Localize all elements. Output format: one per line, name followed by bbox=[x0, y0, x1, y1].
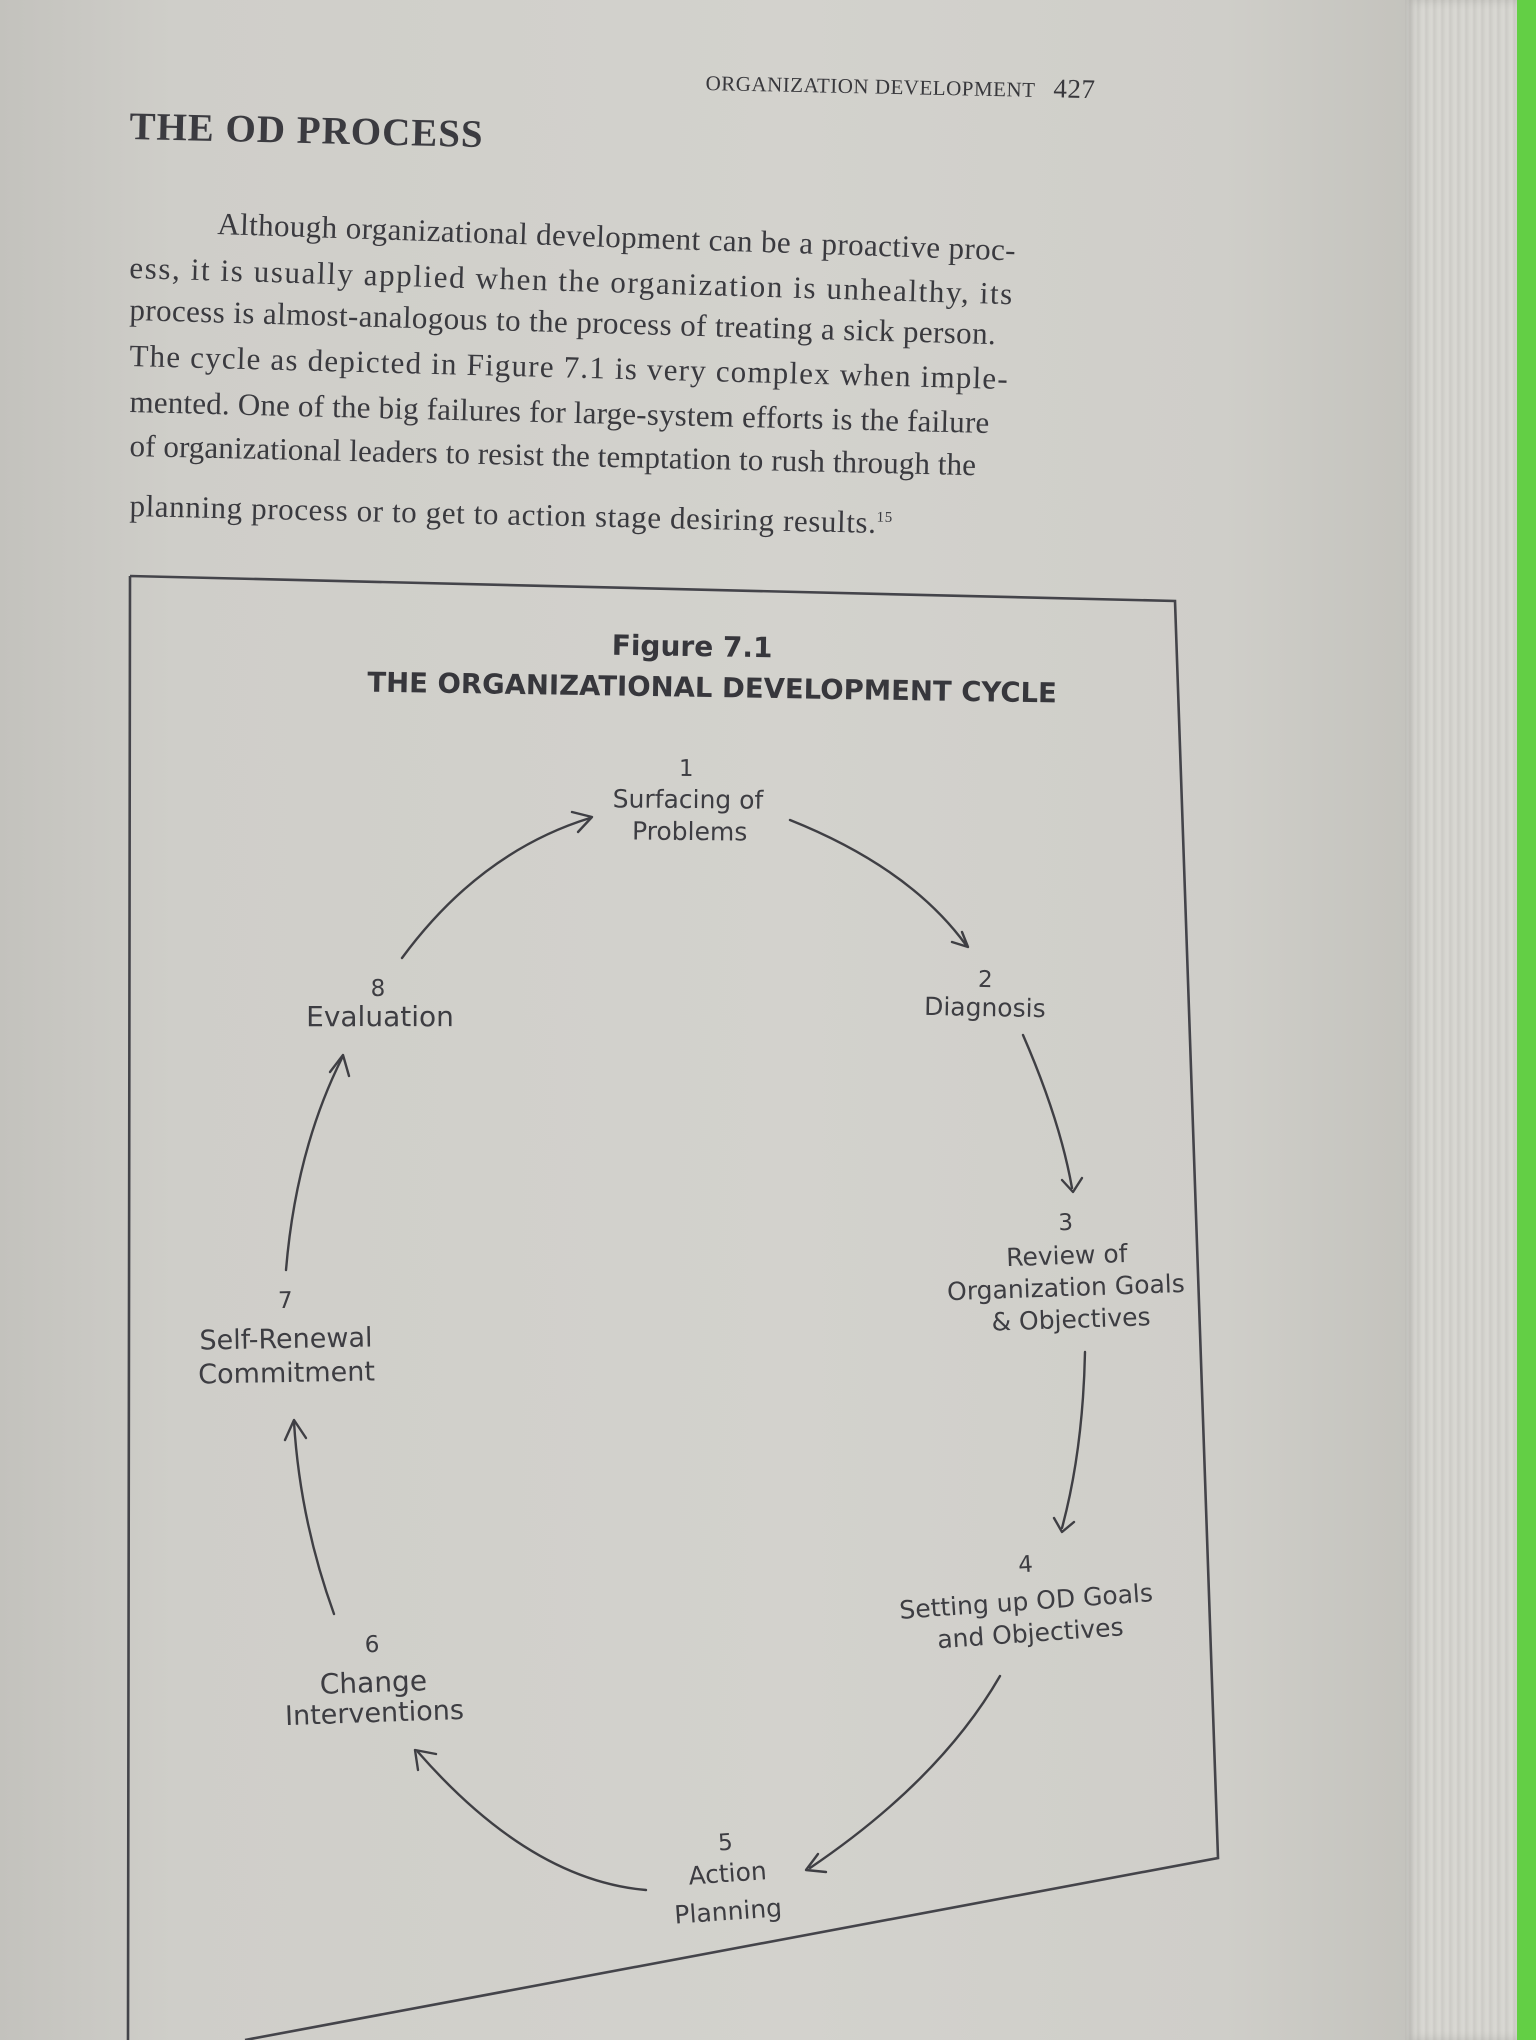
stage-number: 2 bbox=[978, 967, 993, 993]
stage-number: 5 bbox=[717, 1829, 733, 1856]
green-background-strip bbox=[1517, 0, 1536, 2040]
arrowhead-icon bbox=[1060, 1176, 1084, 1194]
figure-frame bbox=[126, 574, 1220, 2040]
arrow-5-to-6 bbox=[416, 1750, 648, 1892]
stage-label-line: Problems bbox=[632, 817, 747, 847]
stage-label-line: Diagnosis bbox=[924, 992, 1046, 1023]
stage-label-line: Planning bbox=[673, 1893, 782, 1929]
arrowhead-icon bbox=[1052, 1516, 1076, 1534]
stage-7: 7 Self-Renewal Commitment bbox=[198, 1288, 375, 1391]
stage-label-line: Surfacing of bbox=[613, 784, 765, 814]
stage-label-line: Organization Goals bbox=[947, 1269, 1186, 1306]
stage-number: 1 bbox=[679, 756, 694, 782]
stage-2: 2 Diagnosis bbox=[924, 967, 1046, 1023]
arrow-7-to-8 bbox=[284, 1056, 344, 1272]
stage-label-line: & Objectives bbox=[991, 1302, 1151, 1337]
stage-label-line: Interventions bbox=[285, 1695, 465, 1732]
arrowhead-icon bbox=[804, 1852, 828, 1874]
figure-label: Figure 7.1 bbox=[611, 629, 772, 665]
stage-label-line: Action bbox=[687, 1856, 767, 1890]
stage-label-line: Review of bbox=[1006, 1239, 1129, 1272]
stage-number: 4 bbox=[1017, 1551, 1033, 1578]
arrow-4-to-5 bbox=[808, 1674, 1002, 1870]
stage-number: 3 bbox=[1058, 1210, 1074, 1236]
arrow-3-to-4 bbox=[1060, 1350, 1087, 1530]
arrowhead-icon bbox=[328, 1053, 351, 1078]
stage-6: 6 Change Interventions bbox=[285, 1632, 465, 1732]
figure-title: THE ORGANIZATIONAL DEVELOPMENT CYCLE bbox=[367, 667, 1057, 710]
stage-1: 1 Surfacing of Problems bbox=[613, 756, 765, 847]
arrowhead-icon bbox=[950, 930, 970, 949]
book-page bbox=[0, 0, 1440, 2040]
stage-8: 8 Evaluation bbox=[306, 976, 454, 1033]
arrowhead-icon bbox=[283, 1418, 308, 1442]
arrow-8-to-1 bbox=[400, 816, 592, 960]
arrow-6-to-7 bbox=[292, 1420, 336, 1616]
page-edge-stack bbox=[1405, 0, 1517, 2040]
stage-4: 4 Setting up OD Goals and Objectives bbox=[898, 1551, 1153, 1654]
stage-5: 5 Action Planning bbox=[673, 1829, 782, 1929]
stage-number: 7 bbox=[278, 1288, 293, 1314]
stage-number: 6 bbox=[364, 1632, 380, 1658]
stage-number: 8 bbox=[371, 976, 386, 1002]
stage-label-line: Change bbox=[319, 1664, 427, 1701]
stage-label-line: Evaluation bbox=[306, 1000, 454, 1033]
arrow-1-to-2 bbox=[788, 818, 968, 947]
stage-label-line: Commitment bbox=[198, 1356, 375, 1390]
arrowhead-icon bbox=[413, 1748, 438, 1772]
stage-label-line: Self-Renewal bbox=[199, 1322, 373, 1356]
arrowhead-icon bbox=[570, 810, 594, 834]
stage-3: 3 Review of Organization Goals & Objecti… bbox=[947, 1210, 1186, 1337]
arrow-2-to-3 bbox=[1021, 1033, 1074, 1190]
